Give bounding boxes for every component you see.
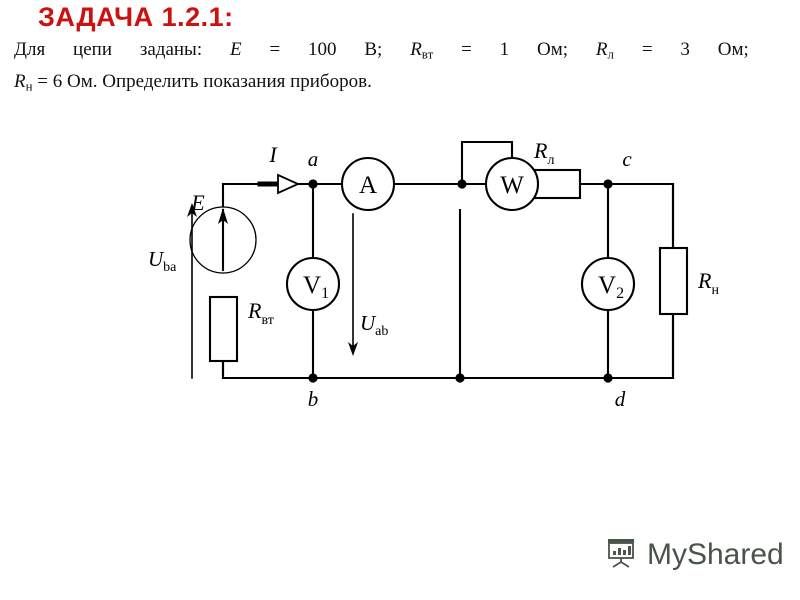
junction-dot-a bbox=[308, 179, 318, 189]
statement-line-1: Для цепи заданы: E = 100 В; Rвт = 1 Ом; … bbox=[14, 36, 749, 68]
label-r-vt: Rвт bbox=[247, 298, 274, 328]
statement-tail: Определить показания приборов. bbox=[102, 70, 372, 92]
equals-1: = bbox=[269, 39, 281, 60]
label-wattmeter: W bbox=[500, 172, 524, 199]
statement-line-2: Rн = 6 Ом. Определить показания приборов… bbox=[14, 68, 784, 100]
label-node-b: b bbox=[308, 387, 319, 411]
text-zadany: заданы: bbox=[139, 39, 203, 60]
current-arrow-head-icon bbox=[277, 173, 301, 195]
label-voltmeter-1: V1 bbox=[303, 272, 329, 302]
junction-dot-wattmeter bbox=[457, 179, 467, 189]
junction-dot-bottom-mid bbox=[455, 373, 465, 383]
circuit-diagram: a b c d I E Uba Uab Rвт Rл Rн A W V1 V2 bbox=[120, 118, 720, 428]
text-tsepi: цепи bbox=[73, 39, 112, 60]
value-r-l: 3 bbox=[680, 39, 690, 60]
label-u-ba: Uba bbox=[148, 247, 177, 275]
problem-statement: Для цепи заданы: E = 100 В; Rвт = 1 Ом; … bbox=[14, 36, 784, 99]
symbol-r-l: Rл bbox=[595, 39, 614, 62]
watermark-text: MyShared bbox=[647, 537, 784, 571]
equals-2: = bbox=[461, 39, 472, 60]
watermark: MyShared bbox=[604, 536, 784, 573]
label-u-ab: Uab bbox=[360, 311, 388, 339]
u-ab-arrowhead-icon bbox=[348, 342, 358, 356]
label-ammeter: A bbox=[359, 172, 377, 199]
text-dlya: Для bbox=[14, 39, 46, 60]
label-node-c: c bbox=[622, 147, 632, 171]
emf-source-arrowhead-icon bbox=[218, 208, 228, 224]
label-r-l: Rл bbox=[533, 138, 554, 168]
equals-3: = bbox=[641, 39, 653, 60]
label-emf-e: E bbox=[190, 190, 205, 215]
label-node-a: a bbox=[308, 147, 319, 171]
junction-dot-d bbox=[603, 373, 613, 383]
resistor-r-vt-body bbox=[208, 295, 239, 363]
u-ba-arrowhead-icon bbox=[187, 203, 197, 217]
unit-r-n: Ом. bbox=[67, 70, 98, 92]
voltmeter-1-circle bbox=[285, 256, 341, 312]
junction-dot-b bbox=[308, 373, 318, 383]
resistor-r-n-body bbox=[658, 246, 689, 316]
voltmeter-2-circle bbox=[580, 256, 636, 312]
myshared-logo-icon bbox=[604, 536, 638, 573]
symbol-r-n: Rн bbox=[14, 70, 33, 94]
value-r-vt: 1 bbox=[499, 39, 510, 60]
label-r-n: Rн bbox=[697, 268, 719, 298]
value-r-n: 6 bbox=[52, 70, 63, 92]
equals-4: = bbox=[37, 70, 48, 92]
label-current-i: I bbox=[268, 142, 278, 167]
page-title: ЗАДАЧА 1.2.1: bbox=[38, 2, 234, 32]
label-node-d: d bbox=[615, 387, 626, 411]
wattmeter-circle bbox=[484, 156, 540, 212]
value-emf: 100 bbox=[308, 39, 337, 60]
ammeter-circle bbox=[340, 156, 396, 212]
junction-dot-c bbox=[603, 179, 613, 189]
label-voltmeter-2: V2 bbox=[598, 272, 624, 302]
unit-emf: В; bbox=[364, 39, 383, 60]
unit-r-vt: Ом; bbox=[537, 39, 569, 60]
symbol-r-vt: Rвт bbox=[410, 39, 434, 62]
wire-wattmeter-voltage-loop bbox=[460, 140, 514, 186]
symbol-emf: E bbox=[229, 39, 242, 60]
unit-r-l: Ом; bbox=[717, 39, 749, 60]
